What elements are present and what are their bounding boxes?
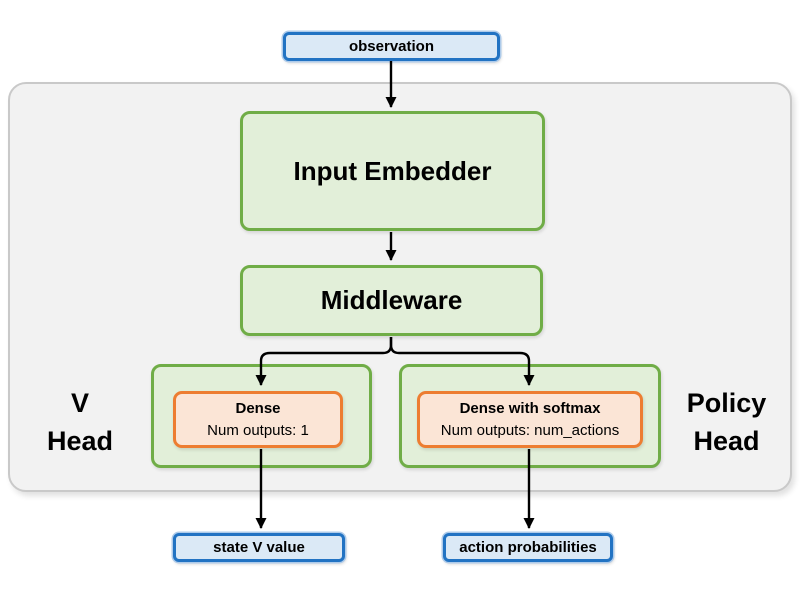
observation-label: observation: [348, 38, 435, 55]
v-head-label-line1: V: [70, 388, 89, 418]
middleware-node: Middleware: [240, 265, 543, 336]
action-probabilities-node: action probabilities: [443, 533, 613, 562]
policy-head-dense-layer: Dense with softmax Num outputs: num_acti…: [417, 391, 643, 448]
policy-head-label: Policy Head: [661, 384, 792, 460]
policy-head-label-line1: Policy: [686, 388, 767, 418]
policy-head-dense-detail: Num outputs: num_actions: [440, 421, 620, 439]
policy-head-label-line2: Head: [693, 426, 760, 456]
action-probabilities-label: action probabilities: [459, 539, 597, 556]
v-head-dense-layer: Dense Num outputs: 1: [173, 391, 343, 448]
policy-head-dense-title: Dense with softmax: [459, 399, 601, 417]
input-embedder-node: Input Embedder: [240, 111, 545, 231]
input-embedder-label: Input Embedder: [293, 155, 492, 186]
v-head-label: V Head: [8, 384, 152, 460]
v-head-label-line2: Head: [46, 426, 114, 456]
v-head-dense-title: Dense: [235, 399, 281, 417]
state-v-value-node: state V value: [173, 533, 345, 562]
middleware-label: Middleware: [320, 285, 463, 315]
observation-node: observation: [283, 32, 500, 61]
v-head-dense-detail: Num outputs: 1: [207, 421, 309, 439]
state-v-value-label: state V value: [213, 539, 305, 556]
